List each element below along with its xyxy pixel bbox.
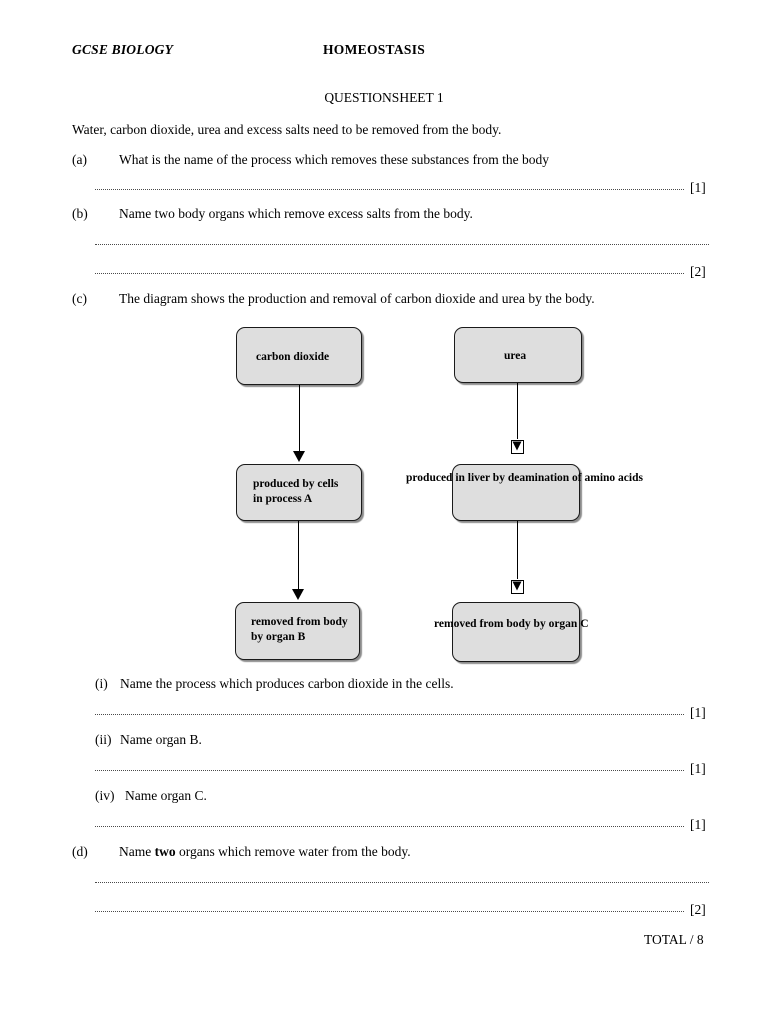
answer-line-d-2[interactable] [95,910,684,912]
question-c-i-label: (i) [95,676,108,691]
diagram-box-carbon-dioxide [236,327,362,385]
question-c-i-text: Name the process which produces carbon d… [120,676,454,691]
intro-statement: Water, carbon dioxide, urea and excess s… [72,122,502,137]
marks-a: [1] [690,180,706,195]
arrowhead-urea-to-liver [511,440,524,454]
produced-by-cells-line-2: in process A [253,493,313,506]
diagram-box-removed-organ-b-label: removed from body by organ B [251,615,348,645]
produced-by-cells-line-1: produced by cells [253,478,339,490]
diagram-box-carbon-dioxide-label: carbon dioxide [256,351,330,363]
diagram-box-produced-by-cells-label: produced by cells in process A [253,477,338,507]
question-c-ii-label: (ii) [95,732,112,747]
arrowhead-co2-to-cells [293,451,305,462]
diagram-box-produced-by-cells [236,464,362,521]
diagram-box-removed-organ-b [235,602,360,660]
answer-line-c-iv[interactable] [95,825,684,827]
question-a-label: (a) [72,152,87,167]
connector-cells-to-organ-b [298,521,299,591]
marks-c-iv: [1] [690,817,706,832]
total-marks: TOTAL / 8 [644,932,704,947]
removed-organ-b-line-2: by organ B [251,631,306,644]
question-c-text: The diagram shows the production and rem… [119,291,595,306]
answer-line-c-i[interactable] [95,713,684,715]
answer-line-a-1[interactable] [95,188,684,190]
marks-b: [2] [690,264,706,279]
question-d-text-after: organs which remove water from the body. [175,844,411,859]
marks-c-i: [1] [690,705,706,720]
question-c-label: (c) [72,291,87,306]
marks-c-ii: [1] [690,761,706,776]
question-d-label: (d) [72,844,88,859]
diagram-box-urea-label: urea [504,350,527,362]
header-topic: HOMEOSTASIS [323,42,426,57]
connector-liver-to-organ-c [517,521,518,579]
diagram-box-removed-organ-c [452,602,580,662]
question-c-iv-text: Name organ C. [125,788,207,803]
question-d-text: Name two organs which remove water from … [119,844,411,860]
question-b-label: (b) [72,206,88,221]
question-c-iv-label: (iv) [95,788,115,803]
diagram-box-urea [454,327,582,383]
question-a-text: What is the name of the process which re… [119,152,550,167]
question-b-text: Name two body organs which remove excess… [119,206,473,221]
arrowhead-liver-to-organ-c [511,580,524,594]
header-subject: GCSE BIOLOGY [72,42,174,57]
answer-line-b-2[interactable] [95,272,684,274]
diagram-box-produced-in-liver-label: produced in liver by deamination of amin… [406,472,643,484]
answer-line-d-1[interactable] [95,881,709,883]
connector-urea-to-liver [517,383,518,439]
arrowhead-cells-to-organ-b [292,589,304,600]
question-d-text-bold: two [154,844,176,859]
question-d-text-before: Name [119,844,155,859]
answer-line-b-1[interactable] [95,243,709,245]
question-c-ii-text: Name organ B. [120,732,202,747]
marks-d: [2] [690,902,706,917]
answer-line-c-ii[interactable] [95,769,684,771]
diagram-box-produced-in-liver [452,464,580,521]
header-sheet-number: QUESTIONSHEET 1 [324,90,444,105]
diagram-box-removed-organ-c-label: removed from body by organ C [434,618,589,630]
connector-co2-to-cells [299,385,300,453]
removed-organ-b-line-1: removed from body [251,616,348,628]
